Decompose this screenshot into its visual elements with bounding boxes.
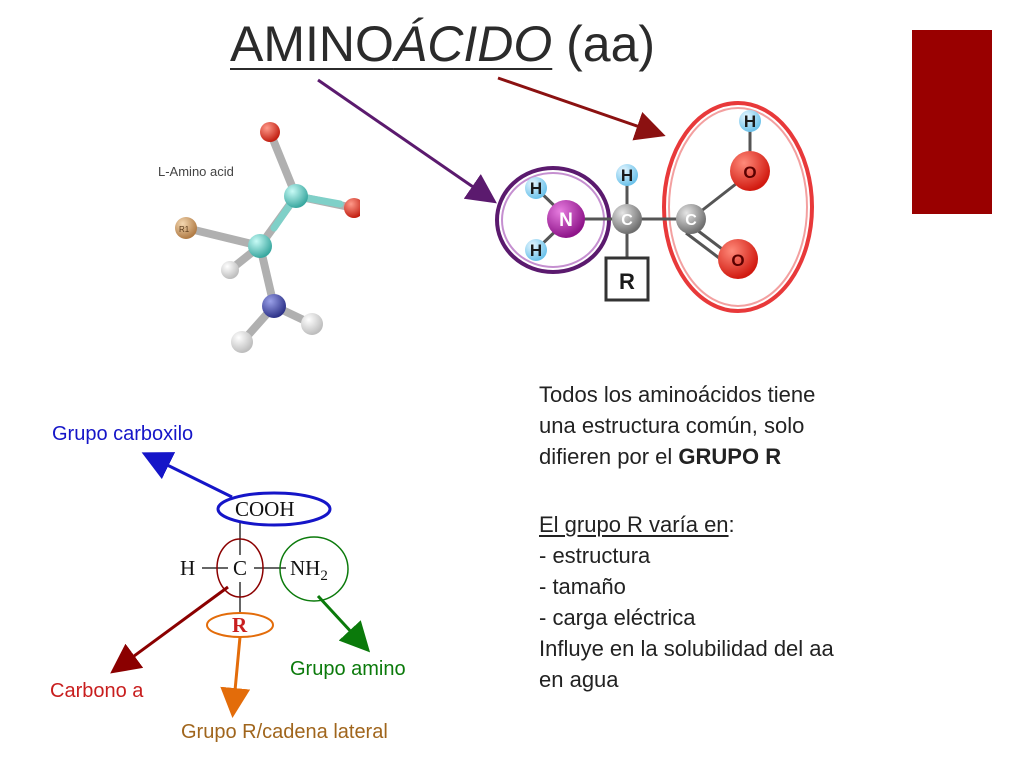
arrow-carbono [110, 585, 229, 674]
text-line: difieren por el GRUPO R [539, 441, 815, 472]
text-r-variation: El grupo R varía en: - estructura - tama… [539, 509, 834, 695]
text-heading: El grupo R varía en: [539, 509, 834, 540]
grupo-r-bold: GRUPO R [678, 444, 782, 469]
atom-h-n1: H [530, 179, 542, 198]
list-item: - estructura [539, 543, 651, 568]
arrow-amino [316, 594, 371, 653]
formula-nh: NH [290, 556, 321, 580]
formula-h: H [180, 556, 196, 580]
arrow-amino [317, 78, 497, 204]
atom-c-alpha: C [621, 212, 633, 229]
label-amino: Grupo amino [290, 658, 406, 680]
formula-c: C [233, 556, 248, 580]
title-amino: AMINO [230, 16, 394, 72]
carboxyl-group-highlight [662, 101, 814, 313]
list-item: - carga eléctrica [539, 605, 696, 630]
title-acido: ÁCIDO [393, 16, 553, 72]
label-cadena: Grupo R/cadena lateral [181, 721, 388, 743]
molecule-3d: L-Amino acid R1 [158, 122, 360, 353]
list-item: - tamaño [539, 574, 626, 599]
formula-nh-subscript: 2 [320, 568, 328, 585]
label-carboxilo: Grupo carboxilo [52, 423, 194, 445]
molecule-3d-caption: L-Amino acid [158, 164, 234, 179]
atom-o-hydroxyl: O [743, 163, 756, 182]
molecule-2d: H H H H N C C O O R [495, 101, 814, 313]
amino-highlight [279, 536, 349, 602]
accent-bar [912, 30, 992, 214]
page-title: AMINOÁCIDO (aa) [230, 14, 655, 74]
cooh-highlight [216, 491, 332, 527]
atom-h-n2: H [530, 241, 542, 260]
formula-r: R [232, 613, 248, 637]
atom-h-alpha: H [621, 166, 633, 185]
text-line: en agua [539, 667, 619, 692]
r-group-label: R [619, 269, 635, 294]
formula-nh2: NH2 [290, 556, 328, 585]
arrow-carboxilo [141, 452, 233, 499]
carbon-highlight [216, 538, 264, 598]
text-line: Todos los aminoácidos tiene [539, 382, 816, 407]
text-line: una estructura común, solo [539, 413, 805, 438]
arrow-cadena [220, 636, 251, 718]
r-variation-heading: El grupo R varía en [539, 512, 729, 537]
formula-diagram [110, 452, 371, 718]
r-group-box [604, 256, 650, 302]
text-line: Influye en la solubilidad del aa [539, 636, 834, 661]
arrow-acido [497, 76, 666, 141]
label-carbono: Carbono a [50, 680, 144, 702]
atom-h-oh: H [744, 112, 756, 131]
atom-n: N [559, 210, 573, 231]
title-arrows [317, 76, 666, 204]
title-abbrev: (aa) [552, 16, 656, 72]
text-common-structure: Todos los aminoácidos tiene una estructu… [539, 379, 815, 472]
heading-colon: : [728, 512, 735, 537]
atom-c-carboxyl: C [685, 212, 697, 229]
text-fragment: difieren por el [539, 444, 679, 469]
formula-cooh: COOH [235, 497, 295, 521]
atom-o-carbonyl: O [731, 251, 744, 270]
molecule-3d-r-label: R1 [179, 225, 190, 234]
